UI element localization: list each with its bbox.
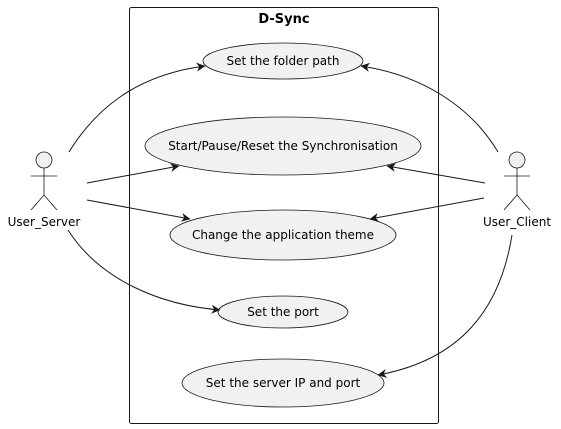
usecase-change-theme: Change the application theme <box>169 209 397 261</box>
edge-server-folder-path <box>68 62 206 153</box>
usecase-set-folder-path: Set the folder path <box>202 42 364 80</box>
usecase-label: Start/Pause/Reset the Synchronisation <box>168 139 398 153</box>
edge-server-port <box>67 229 221 314</box>
edge-client-folder-path <box>360 62 499 153</box>
usecase-set-server-ip: Set the server IP and port <box>181 358 385 408</box>
usecase-label: Set the server IP and port <box>206 376 361 390</box>
edge-server-theme <box>86 199 191 222</box>
usecase-synchronisation: Start/Pause/Reset the Synchronisation <box>144 116 422 176</box>
usecase-label: Change the application theme <box>192 228 374 242</box>
edge-client-server-ip <box>377 234 513 378</box>
edge-server-sync <box>86 163 180 184</box>
usecase-label: Set the folder path <box>227 54 340 68</box>
actor-head <box>508 151 526 169</box>
edge-client-sync <box>386 163 486 184</box>
system-title: D-Sync <box>258 12 309 27</box>
system-boundary: D-Sync <box>129 7 439 424</box>
actor-label: User_Client <box>483 215 551 229</box>
actor-head <box>35 151 53 169</box>
edge-client-theme <box>369 197 485 222</box>
actor-user-client: User_Client <box>483 151 551 229</box>
usecase-set-port: Set the port <box>217 295 349 329</box>
usecase-label: Set the port <box>247 305 319 319</box>
actor-user-server: User_Server <box>8 151 81 229</box>
actor-label: User_Server <box>8 215 81 229</box>
